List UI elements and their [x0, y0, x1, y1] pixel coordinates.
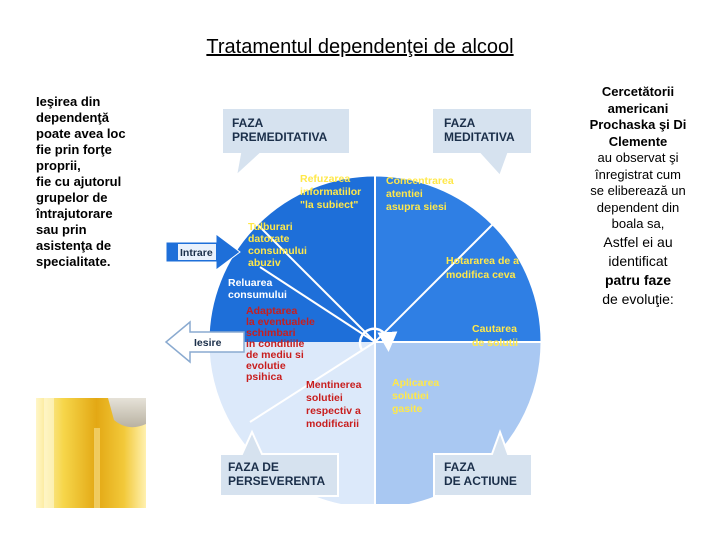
four-phases-text: patru faze	[604, 271, 672, 288]
phase-perseverenta-line1: FAZA DE	[228, 460, 279, 474]
phase-meditativa-line1: FAZA	[444, 116, 476, 130]
page-title: Tratamentul dependenţei de alcool	[206, 36, 514, 58]
iesire-arrow: Iesire	[164, 320, 245, 364]
iesire-label: Iesire	[194, 337, 222, 349]
phase-perseverenta: FAZA DE PERSEVERENTA	[219, 429, 339, 497]
cycle-diagram: FAZA PREMEDITATIVA FAZA MEDITATIVA FAZA …	[160, 92, 580, 504]
phase-actiune: FAZA DE ACTIUNE	[433, 429, 533, 497]
cycle-arrow-icon	[358, 327, 398, 352]
svg-text:FAZA PREMEDITATIVA: FAZA PREMEDITATIVA	[232, 116, 328, 144]
phase-premeditativa-line1: FAZA	[232, 116, 264, 130]
phase-actiune-line2: DE ACTIUNE	[444, 474, 517, 488]
phase-actiune-line1: FAZA	[444, 460, 476, 474]
right-description: Cercetătorii americani Prochaska şi Di C…	[588, 84, 688, 309]
evolution-text: de evoluţie:	[602, 290, 674, 307]
phase-premeditativa: FAZA PREMEDITATIVA	[221, 107, 351, 179]
left-description: Ieşirea din dependenţă poate avea loc fi…	[36, 94, 126, 269]
identified-text: Astfel ei au identificat	[603, 233, 673, 269]
beer-glass-image	[36, 398, 146, 508]
phase-perseverenta-line2: PERSEVERENTA	[228, 474, 325, 488]
phase-meditativa: FAZA MEDITATIVA	[431, 107, 533, 178]
phase-premeditativa-line2: PREMEDITATIVA	[232, 130, 328, 144]
phase-meditativa-line2: MEDITATIVA	[444, 130, 515, 144]
svg-text:FAZA DE PERSEVERENTA: FAZA DE PERSEVERENTA	[228, 460, 325, 488]
intrare-label: Intrare	[180, 247, 213, 259]
svg-text:FAZA DE ACTIUNE: FAZA DE ACTIUNE	[444, 460, 517, 488]
svg-text:FAZA MEDITATIVA: FAZA MEDITATIVA	[444, 116, 515, 144]
quadrant-actiune	[375, 342, 543, 504]
researchers-text: Cercetătorii americani Prochaska şi Di C…	[589, 84, 687, 149]
intrare-arrow: Intrare	[165, 233, 241, 271]
observation-text: au observat şi înregistrat cum se eliber…	[590, 150, 686, 231]
